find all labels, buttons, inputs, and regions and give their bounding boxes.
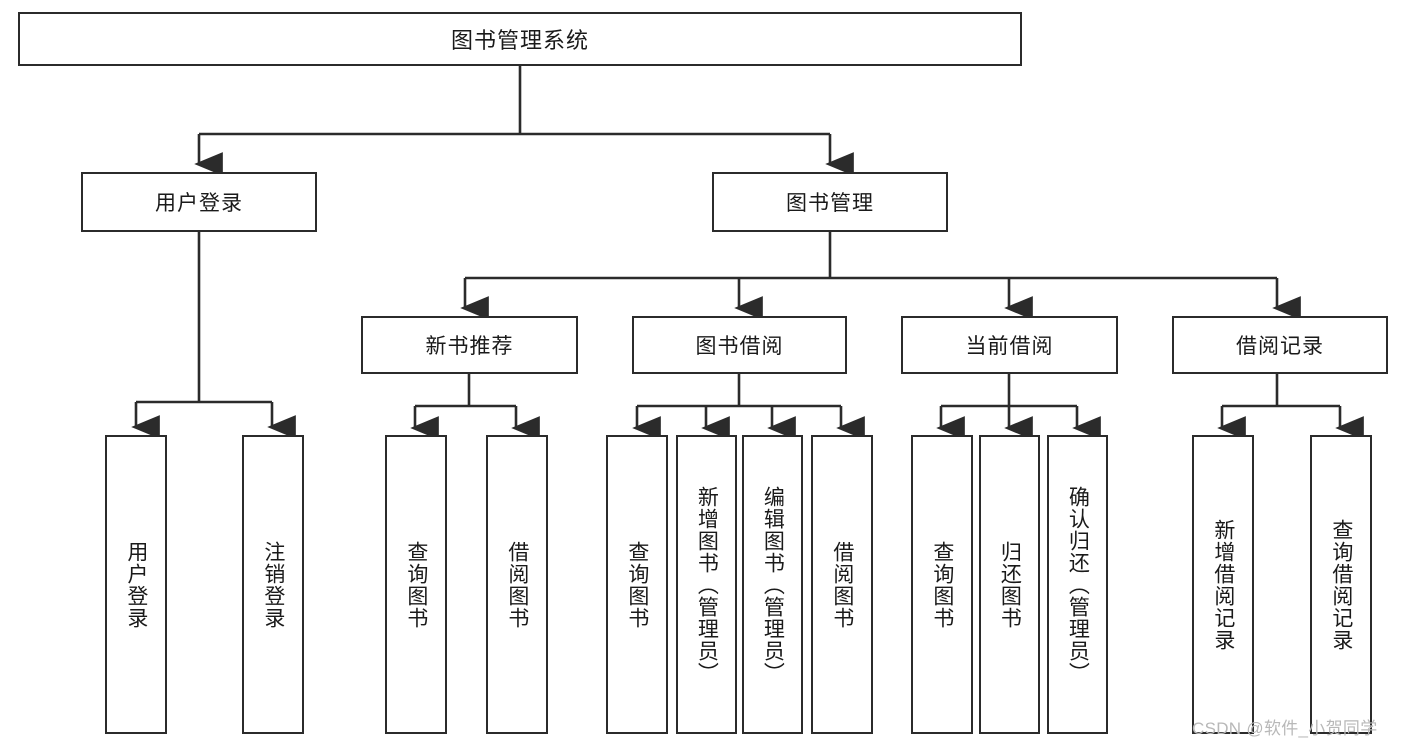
node-label: 图书管理系统 [450,28,589,53]
node-current-borrow[interactable]: 当前借阅 [901,316,1118,374]
node-new-book-recommend[interactable]: 新书推荐 [361,316,578,374]
leaf-node-query-borrow-record[interactable]: 查询借阅记录 [1310,435,1372,734]
node-label: 借阅记录 [1236,335,1324,358]
leaf-node-add-borrow-record[interactable]: 新增借阅记录 [1192,435,1254,734]
node-label: 编辑图书（管理员） [761,485,785,684]
node-label: 用户登录 [124,540,148,629]
node-borrow-record[interactable]: 借阅记录 [1172,316,1388,374]
csdn-watermark: CSDN @软件_小贺同学 [1192,719,1378,738]
node-label: 确认归还（管理员） [1066,485,1090,684]
leaf-node-borrow-book-recommend[interactable]: 借阅图书 [486,435,548,734]
leaf-node-logout[interactable]: 注销登录 [242,435,304,734]
leaf-node-query-book-borrow[interactable]: 查询图书 [606,435,668,734]
node-label: 查询图书 [625,540,649,629]
node-label: 图书管理 [786,192,874,215]
node-book-manage[interactable]: 图书管理 [712,172,948,232]
leaf-node-query-book-current[interactable]: 查询图书 [911,435,973,734]
node-label: 查询借阅记录 [1329,518,1353,651]
node-book-borrow[interactable]: 图书借阅 [632,316,847,374]
node-label: 新增借阅记录 [1211,518,1235,651]
node-book-management-system[interactable]: 图书管理系统 [18,12,1022,66]
node-label: 当前借阅 [965,335,1054,358]
node-label: 用户登录 [155,192,243,215]
leaf-node-confirm-return[interactable]: 确认归还（管理员） [1047,435,1108,734]
leaf-node-user-login[interactable]: 用户登录 [105,435,167,734]
node-label: 归还图书 [998,540,1022,629]
leaf-node-add-book[interactable]: 新增图书（管理员） [676,435,737,734]
leaf-node-return-book[interactable]: 归还图书 [979,435,1040,734]
node-label: 图书借阅 [695,335,784,358]
node-label: 借阅图书 [505,540,529,629]
node-label: 注销登录 [261,540,285,629]
node-label: 查询图书 [404,540,428,629]
leaf-node-query-book-recommend[interactable]: 查询图书 [385,435,447,734]
leaf-node-borrow-book[interactable]: 借阅图书 [811,435,873,734]
node-label: 新书推荐 [425,335,514,358]
leaf-node-edit-book[interactable]: 编辑图书（管理员） [742,435,803,734]
node-label: 查询图书 [930,540,954,629]
node-label: 借阅图书 [830,540,854,629]
node-user-login[interactable]: 用户登录 [81,172,317,232]
node-label: 新增图书（管理员） [695,485,719,684]
